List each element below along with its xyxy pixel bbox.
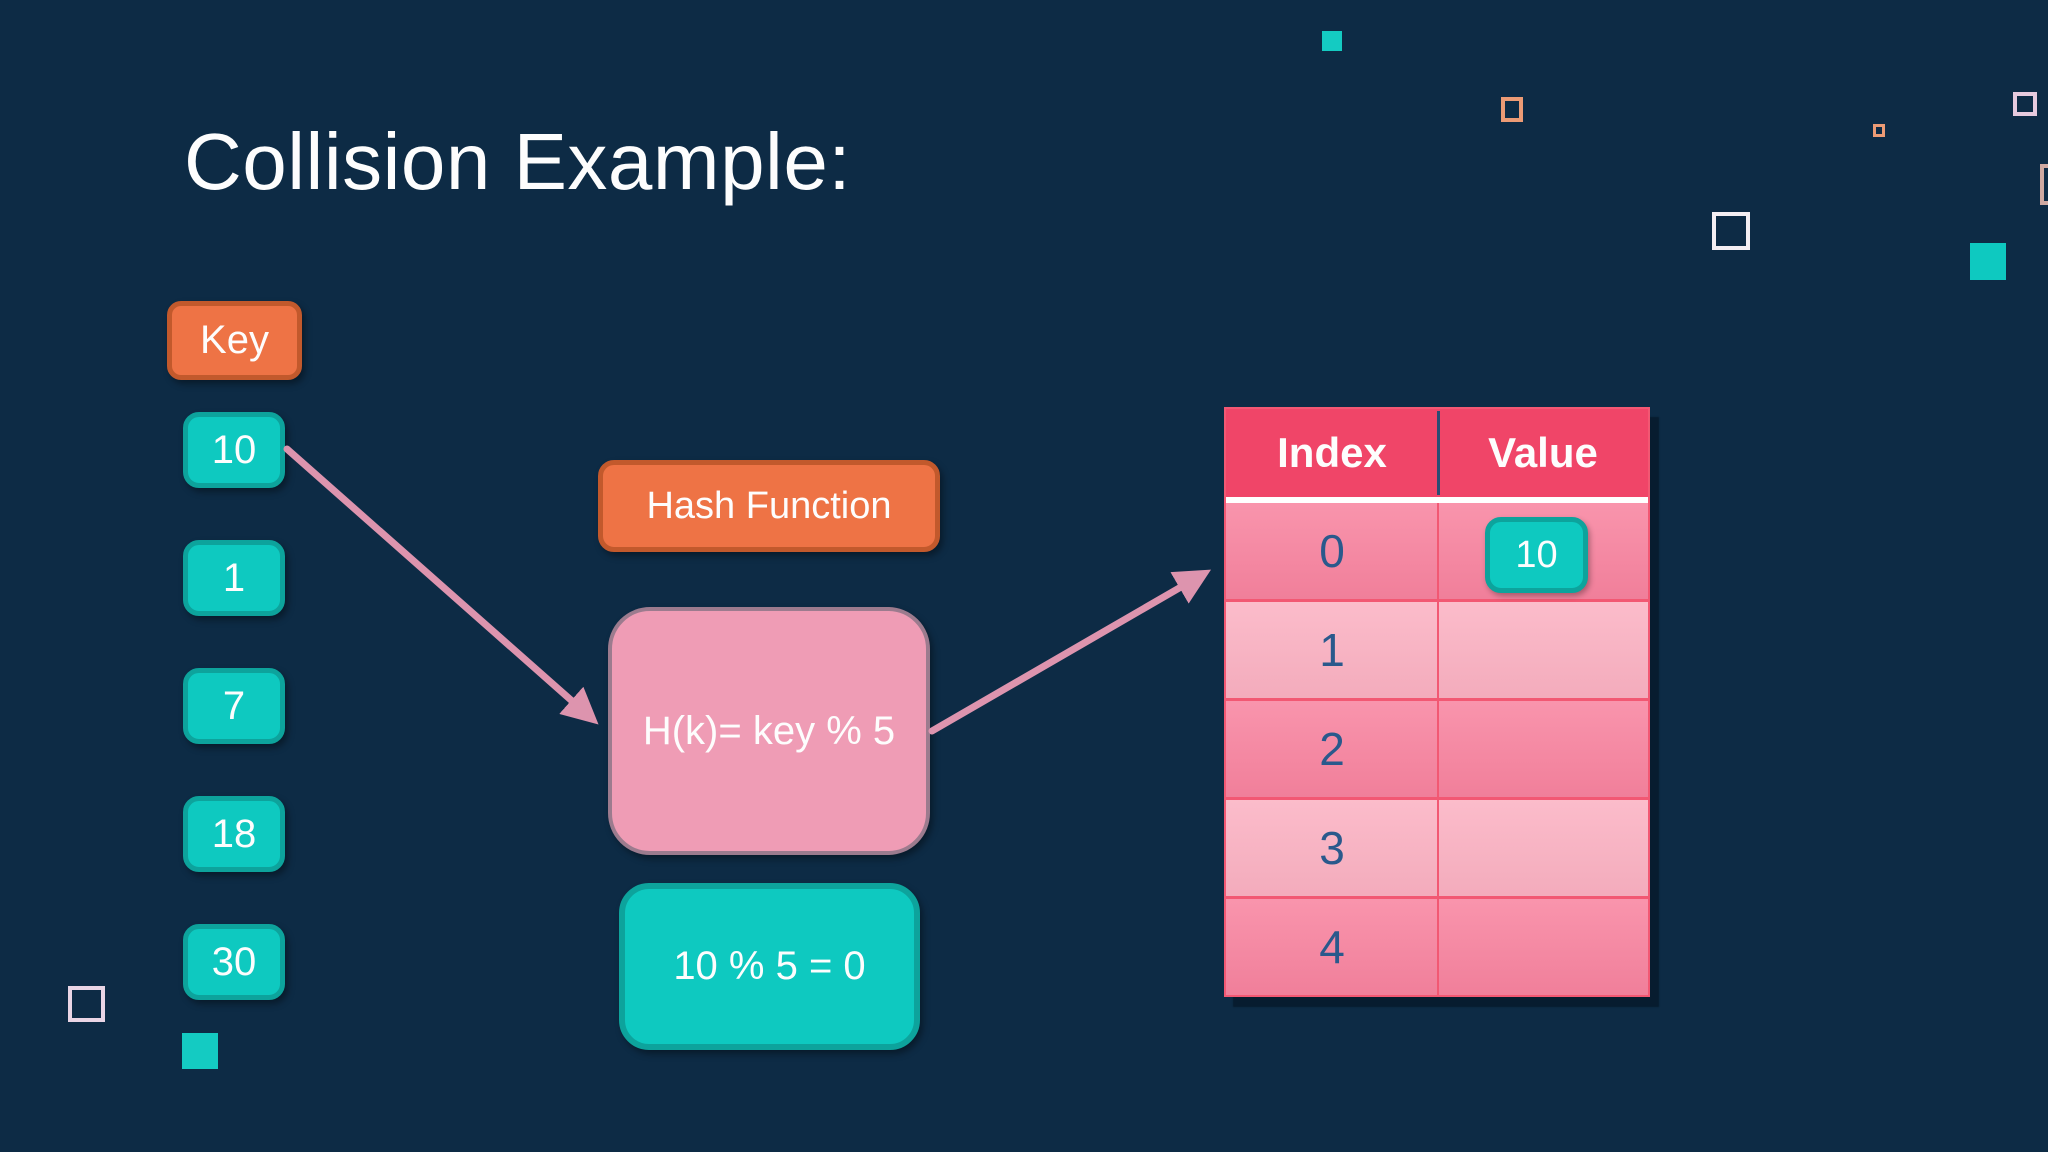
decor-square-pink-outline — [2013, 92, 2037, 116]
index-cell: 4 — [1319, 921, 1345, 973]
arrow-key-to-hash — [283, 445, 599, 725]
index-cell: 3 — [1319, 822, 1345, 874]
decor-square-orange-outline — [1501, 97, 1523, 122]
decor-square-white-outline — [1712, 212, 1750, 250]
header-underline — [1226, 497, 1648, 503]
header-column-divider — [1437, 411, 1440, 495]
value-cell — [1438, 701, 1648, 797]
value-cell — [1438, 800, 1648, 896]
decor-square-teal — [1322, 31, 1342, 51]
value-cell — [1438, 602, 1648, 698]
key-item-30: 30 — [183, 924, 285, 1000]
value-cell — [1438, 899, 1648, 995]
key-column-header: Key — [167, 301, 302, 380]
hash-result-box: 10 % 5 = 0 — [619, 883, 920, 1050]
value-chip-10: 10 — [1485, 517, 1588, 593]
table-header-row: Index Value — [1226, 409, 1648, 497]
decor-square-orange-outline-small — [1873, 124, 1885, 137]
decor-square-teal-large — [1970, 243, 2006, 280]
table-header-index: Index — [1277, 429, 1387, 476]
key-item-1: 1 — [183, 540, 285, 616]
decor-square-tan-outline-clipped — [2040, 164, 2048, 205]
table-header-value: Value — [1488, 429, 1598, 476]
decor-square-teal-bottom — [182, 1033, 218, 1069]
table-body: 0 10 1 2 3 4 — [1226, 503, 1648, 995]
value-cell: 10 — [1438, 503, 1648, 599]
hash-table: Index Value 0 10 1 2 3 — [1224, 407, 1650, 997]
key-item-18: 18 — [183, 796, 285, 872]
key-item-7: 7 — [183, 668, 285, 744]
arrow-hash-to-table — [928, 569, 1212, 735]
hash-function-label: Hash Function — [598, 460, 940, 552]
hash-formula-box: H(k)= key % 5 — [608, 607, 930, 855]
page-title: Collision Example: — [184, 117, 852, 206]
index-cell: 2 — [1319, 723, 1345, 775]
decor-square-lilac-outline — [68, 986, 105, 1022]
key-item-10: 10 — [183, 412, 285, 488]
index-cell: 0 — [1319, 525, 1345, 577]
index-cell: 1 — [1319, 624, 1345, 676]
body-column-divider — [1437, 503, 1439, 995]
